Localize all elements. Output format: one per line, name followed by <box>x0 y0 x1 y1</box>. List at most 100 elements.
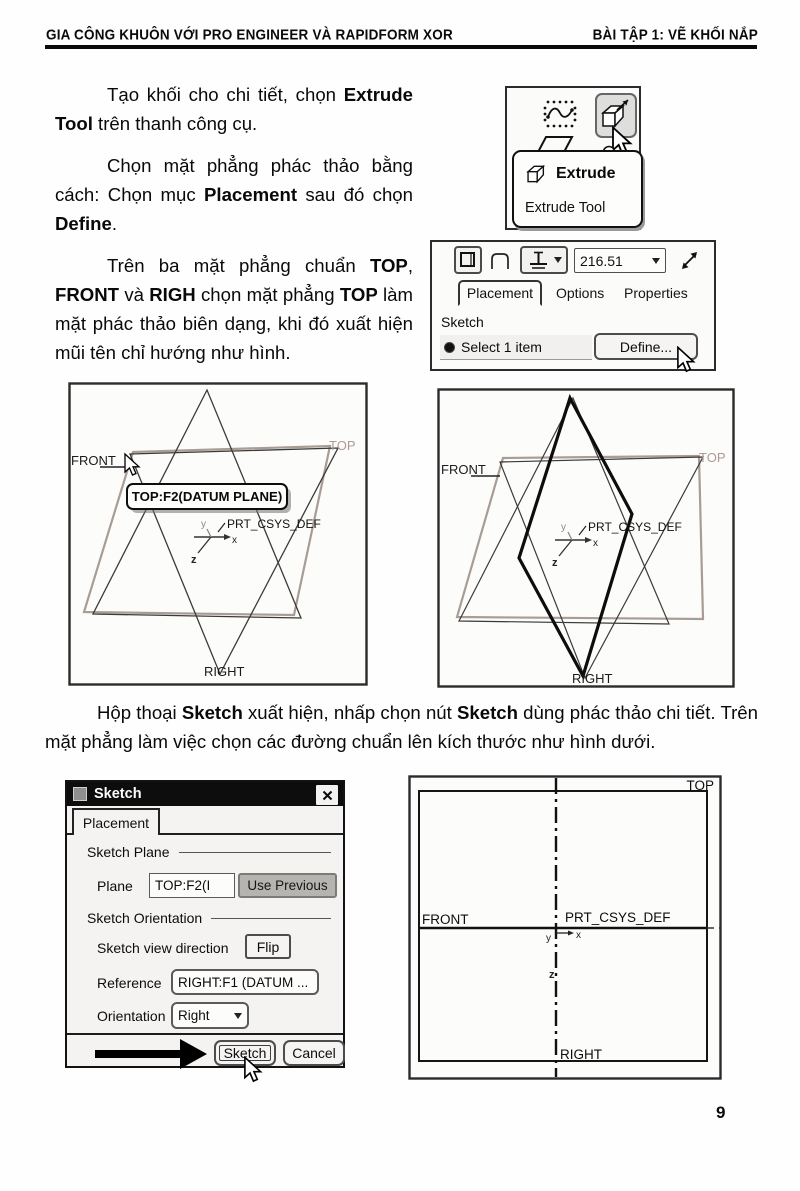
x-axis-label: x <box>576 930 581 941</box>
section-rule <box>178 851 331 853</box>
view-direction-label: Sketch view direction <box>97 940 229 956</box>
define-button-label: Define... <box>619 338 673 355</box>
section-label: Sketch Plane <box>87 844 170 860</box>
cancel-button[interactable]: Cancel <box>283 1040 345 1066</box>
right-plane-selected-outline[interactable] <box>517 393 634 681</box>
sketch-plane-view: TOP FRONT PRT_CSYS_DEF RIGHT x y z <box>408 775 722 1080</box>
dialog-title-bar[interactable]: Sketch <box>67 782 343 806</box>
paragraph-4: Hộp thoại Sketch xuất hiện, nhấp chọn nú… <box>45 702 758 752</box>
top-plane-label: TOP <box>686 778 714 793</box>
back-plane-outline[interactable] <box>458 396 670 625</box>
front-plane-label: FRONT <box>441 462 486 477</box>
y-axis <box>567 531 573 541</box>
z-axis <box>197 536 212 554</box>
z-axis-label: z <box>549 969 555 981</box>
dialog-icon <box>73 787 87 801</box>
header-right-title: BÀI TẬP 1: VẼ KHỐI NẮP <box>592 26 758 43</box>
orientation-dropdown[interactable]: Right <box>171 1002 249 1029</box>
paragraph-2: Chọn mặt phẳng phác thảo bằng cách: Chọn… <box>55 155 413 234</box>
tab-baseline <box>67 833 343 835</box>
dropdown-arrow-icon <box>234 1012 242 1019</box>
plane-tooltip-text: TOP:F2(DATUM PLANE) <box>132 489 282 504</box>
reference-value: RIGHT:F1 (DATUM ... <box>178 974 309 990</box>
dashboard-screenshot: 216.51 Placement Options Properties Sket… <box>430 240 716 373</box>
orientation-value: Right <box>178 1008 210 1023</box>
extrude-tooltip: Extrude Extrude Tool <box>512 150 643 228</box>
plane-label: Plane <box>97 878 133 894</box>
z-axis-label: z <box>191 554 197 566</box>
section-label: Sketch Orientation <box>87 910 203 926</box>
sketch-dialog: Sketch Placement Sketch Plane Plane TOP:… <box>65 780 345 1083</box>
footer-separator <box>67 1033 343 1035</box>
z-axis-label: z <box>552 557 558 569</box>
flip-direction-icon[interactable] <box>676 247 703 274</box>
tab-label: Placement <box>82 814 150 831</box>
collector-text: Select 1 item <box>461 339 542 355</box>
front-plane-outline[interactable] <box>129 447 340 676</box>
selected-dot-icon <box>444 341 455 353</box>
y-axis-label: y <box>201 519 206 530</box>
top-plane-face[interactable] <box>418 790 708 1062</box>
paragraph-1: Tạo khối cho chi tiết, chọn Extrude Tool… <box>55 84 413 134</box>
cursor-icon <box>677 346 696 373</box>
sketch-section-label: Sketch <box>441 314 484 330</box>
top-plane-label: TOP <box>329 438 356 453</box>
cancel-button-label: Cancel <box>292 1045 336 1061</box>
dialog-title: Sketch <box>94 786 142 802</box>
plane-field[interactable]: TOP:F2(I <box>149 873 235 898</box>
sketch-orientation-section: Sketch Orientation <box>87 910 331 926</box>
extrude-icon <box>526 164 546 184</box>
depth-value-field[interactable]: 216.51 <box>574 248 666 273</box>
annotation-arrow-shaft <box>95 1050 181 1058</box>
solid-icon <box>460 252 475 267</box>
right-plane-label: RIGHT <box>560 1047 602 1062</box>
x-axis-label: x <box>232 535 237 546</box>
close-button[interactable] <box>315 784 339 806</box>
csys-label: PRT_CSYS_DEF <box>227 517 321 531</box>
dropdown-arrow-icon <box>553 257 562 263</box>
csys-label: PRT_CSYS_DEF <box>588 520 682 534</box>
tab-placement[interactable]: Placement <box>72 808 160 835</box>
sketch-collector[interactable]: Select 1 item <box>440 335 592 360</box>
csys-label: PRT_CSYS_DEF <box>565 910 671 925</box>
depth-option-button[interactable] <box>520 246 568 274</box>
paragraph-3: Trên ba mặt phẳng chuẩn TOP, FRONT và RI… <box>55 255 413 363</box>
tab-placement[interactable]: Placement <box>458 280 542 306</box>
flip-label: Flip <box>256 938 280 955</box>
tab-options[interactable]: Options <box>556 285 605 301</box>
surface-extrude-icon[interactable] <box>488 251 511 271</box>
plane-tooltip <box>126 483 288 510</box>
blind-depth-icon <box>529 251 547 269</box>
reference-field[interactable]: RIGHT:F1 (DATUM ... <box>171 969 319 995</box>
annotation-arrow-icon <box>180 1039 207 1069</box>
flip-button[interactable]: Flip <box>245 934 291 959</box>
top-plane-outline[interactable] <box>82 444 332 617</box>
use-previous-button[interactable]: Use Previous <box>238 873 337 898</box>
y-axis-label: y <box>561 522 566 533</box>
x-axis-arrow <box>585 537 592 543</box>
tab-properties[interactable]: Properties <box>624 285 688 301</box>
style-tool-icon[interactable] <box>541 98 579 130</box>
depth-value: 216.51 <box>580 252 623 269</box>
use-previous-label: Use Previous <box>247 878 328 893</box>
view-border <box>68 382 368 686</box>
intro-paragraphs: Tạo khối cho chi tiết, chọn Extrude Tool… <box>55 80 413 380</box>
dropdown-arrow-icon <box>652 257 660 264</box>
close-icon <box>322 790 332 800</box>
top-plane-outline[interactable] <box>455 454 705 621</box>
cursor-icon <box>244 1056 263 1083</box>
x-axis-label: x <box>593 538 598 549</box>
sketch-plane-section: Sketch Plane <box>87 844 331 860</box>
section-rule <box>211 917 331 919</box>
y-axis-label: y <box>546 933 551 944</box>
front-plane-label: FRONT <box>422 912 469 927</box>
header-left-title: GIA CÔNG KHUÔN VỚI PRO ENGINEER VÀ RAPID… <box>46 26 453 43</box>
plane-value: TOP:F2(I <box>155 878 211 893</box>
right-plane-label: RIGHT <box>572 671 613 686</box>
z-axis <box>558 539 573 557</box>
middle-paragraph: Hộp thoại Sketch xuất hiện, nhấp chọn nú… <box>45 698 758 756</box>
right-plane-label: RIGHT <box>204 664 245 679</box>
solid-extrude-button[interactable] <box>454 246 482 274</box>
3d-view-after-select: FRONT TOP RIGHT x y z PRT_CSYS_DEF <box>437 388 735 688</box>
